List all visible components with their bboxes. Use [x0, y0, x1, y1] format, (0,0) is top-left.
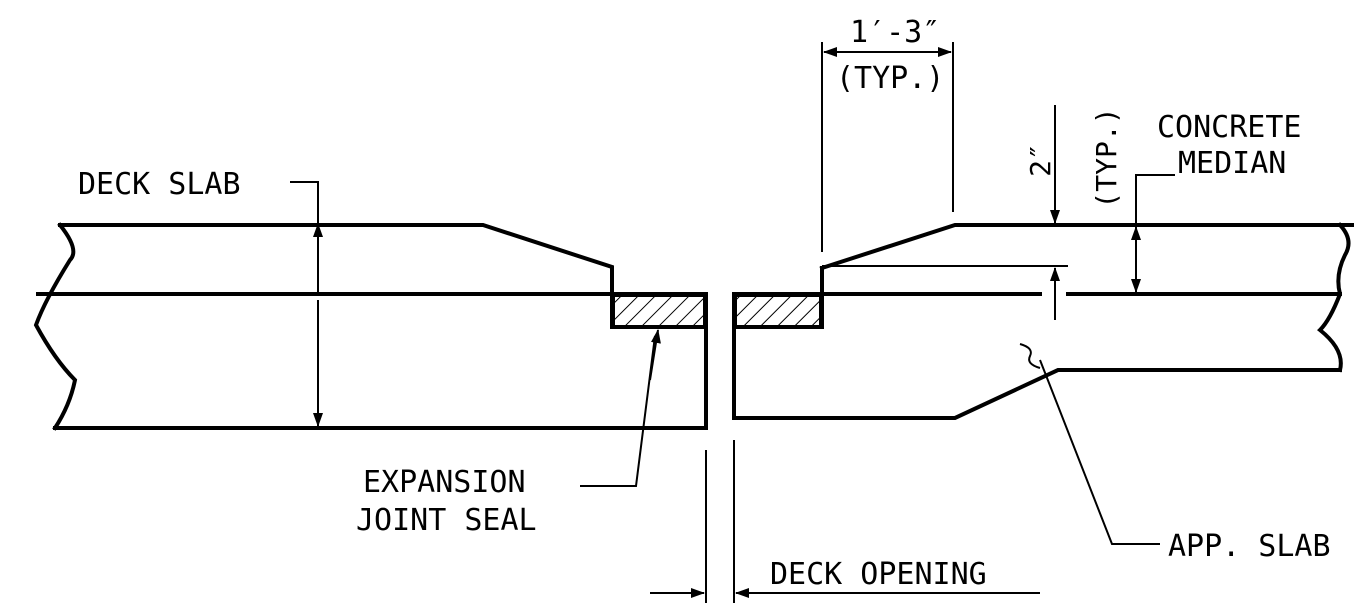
- dim-depth-label: 2″: [1024, 143, 1057, 177]
- right-break-line: [1317, 222, 1351, 373]
- width-dimension: [821, 42, 954, 252]
- left-break-line: [33, 222, 78, 431]
- expansion-joint-leader: [580, 329, 661, 487]
- right-approach-slab: [732, 222, 1354, 420]
- deck-slab-label: DECK SLAB: [78, 167, 241, 202]
- concrete-label: CONCRETE: [1157, 110, 1302, 145]
- expansion-label: EXPANSION: [363, 465, 526, 500]
- app-slab-label: APP. SLAB: [1168, 529, 1331, 564]
- leader-squiggle: [1019, 343, 1041, 369]
- left-joint-seal-hatch: [613, 295, 705, 327]
- deck-opening-label: DECK OPENING: [770, 557, 987, 592]
- left-deck-slab: [33, 222, 708, 431]
- median-label: MEDIAN: [1178, 146, 1286, 181]
- dim-width-label: 1′-3″: [850, 15, 940, 50]
- joint-seal-label: JOINT SEAL: [356, 503, 537, 538]
- right-joint-seal-hatch: [735, 295, 821, 327]
- concrete-median-leader: [1131, 174, 1175, 293]
- deck-opening-dimension: [650, 440, 1040, 603]
- dim-depth-typ-label: (TYP.): [1090, 107, 1123, 208]
- dim-width-typ-label: (TYP.): [836, 61, 944, 96]
- app-slab-leader: [1019, 343, 1160, 545]
- deck-slab-leader: [290, 181, 323, 427]
